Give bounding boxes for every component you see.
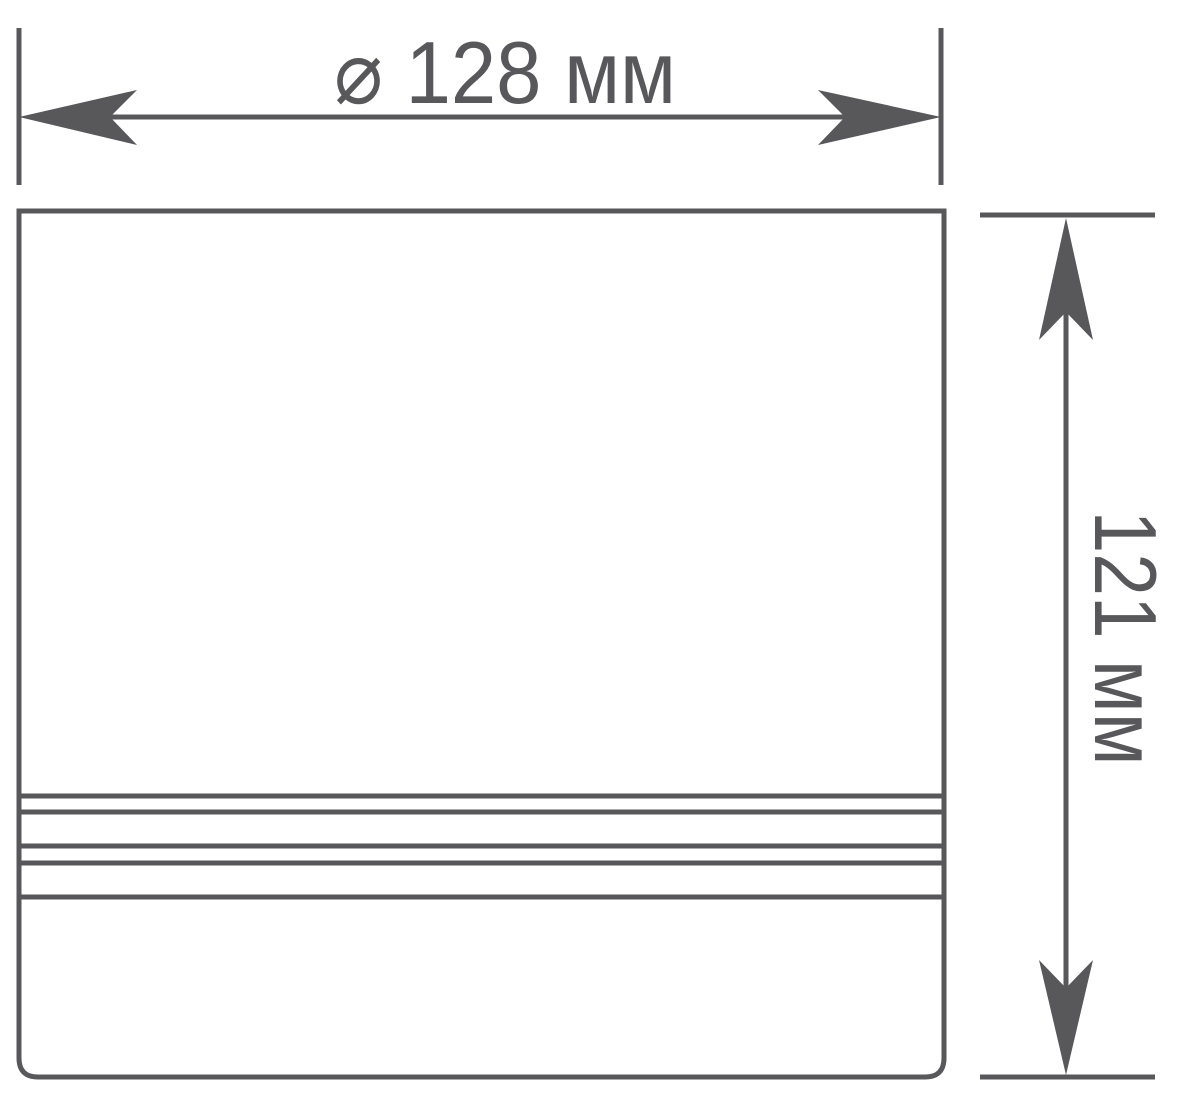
diameter-arrow-left xyxy=(19,90,137,145)
height-arrow-bottom xyxy=(1039,960,1093,1075)
height-label: 121 мм xyxy=(1076,511,1175,766)
diameter-label: ⌀ 128 мм xyxy=(334,23,676,122)
height-arrow-top xyxy=(1039,218,1093,340)
diameter-arrow-right xyxy=(818,90,941,145)
product-body-outline xyxy=(16,208,947,1080)
